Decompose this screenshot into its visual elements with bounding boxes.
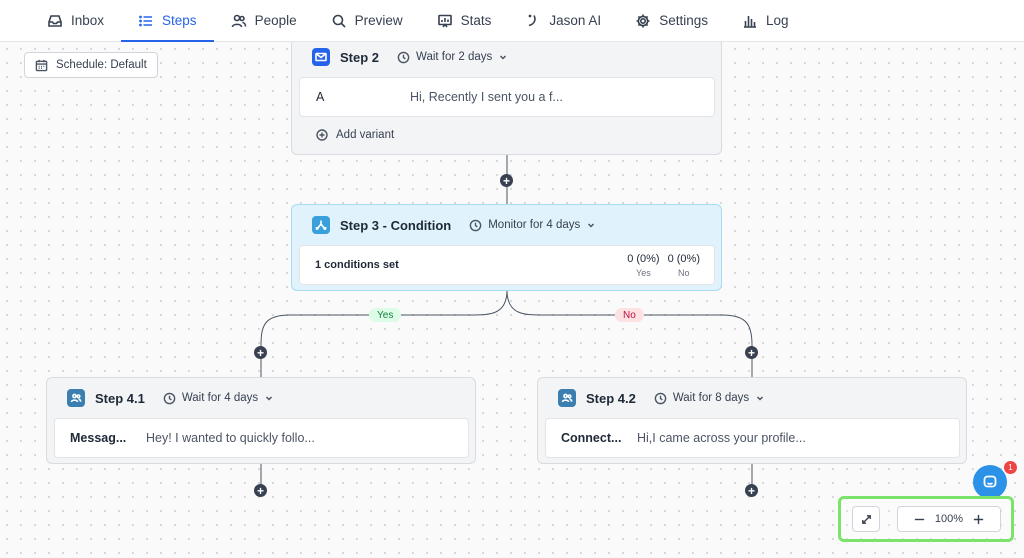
- step-4-2-card[interactable]: Step 4.2 Wait for 8 days Connect... Hi,I…: [537, 377, 967, 464]
- add-step-button-after-4-1[interactable]: +: [254, 484, 267, 497]
- chat-icon: [983, 475, 997, 488]
- stat-no-value: 0 (0%): [667, 252, 700, 265]
- plus-icon: [974, 514, 984, 524]
- plus-circle-icon: [316, 129, 328, 141]
- nav-inbox-label: Inbox: [71, 13, 105, 28]
- stat-yes: 0 (0%) Yes: [627, 253, 659, 278]
- email-icon: [312, 48, 330, 66]
- add-variant-label: Add variant: [336, 129, 395, 141]
- chat-widget-button[interactable]: [973, 465, 1007, 499]
- nav-log-label: Log: [765, 13, 789, 28]
- wait-label: Wait for 2 days: [416, 51, 493, 63]
- monitor-label: Monitor for 4 days: [488, 219, 581, 231]
- list-icon: [139, 15, 153, 26]
- message-preview: Hey! I wanted to quickly follo...: [146, 431, 315, 445]
- gear-icon: [636, 14, 650, 27]
- conditions-label: 1 conditions set: [315, 259, 399, 271]
- zoom-controls: 100%: [838, 496, 1014, 542]
- monitor-dropdown[interactable]: Monitor for 4 days: [469, 219, 596, 232]
- nav-people[interactable]: People: [214, 0, 314, 41]
- step-type-label: Messag...: [70, 431, 127, 445]
- chevron-down-icon: [588, 223, 595, 228]
- schedule-label: Schedule: Default: [56, 59, 147, 71]
- connect-row[interactable]: Connect... Hi,I came across your profile…: [545, 418, 960, 458]
- step-title: Step 4.2: [586, 390, 636, 406]
- bar-chart-icon: [743, 15, 756, 28]
- clock-icon: [654, 392, 667, 404]
- conditions-row[interactable]: 1 conditions set 0 (0%) Yes 0 (0%) No: [299, 245, 715, 285]
- nav-preview[interactable]: Preview: [314, 0, 420, 41]
- wait-label: Wait for 8 days: [672, 392, 750, 404]
- stat-no-label: No: [678, 267, 690, 278]
- chat-notification-badge: 1: [1004, 461, 1017, 474]
- stat-yes-value: 0 (0%): [627, 252, 660, 265]
- branch-no-badge: No: [615, 308, 644, 322]
- condition-stats: 0 (0%) Yes 0 (0%) No: [619, 253, 700, 278]
- zoom-out-button[interactable]: [906, 506, 932, 532]
- top-nav: Inbox Steps People Preview Stats Jason A…: [0, 0, 1024, 42]
- nav-steps[interactable]: Steps: [121, 0, 214, 42]
- stat-no: 0 (0%) No: [668, 253, 700, 278]
- clock-icon: [163, 392, 176, 404]
- nav-steps-label: Steps: [162, 13, 197, 28]
- nav-jason-ai-label: Jason AI: [549, 13, 602, 28]
- zoom-in-button[interactable]: [966, 506, 992, 532]
- expand-icon: [861, 514, 871, 524]
- inbox-icon: [48, 14, 62, 27]
- add-variant-button[interactable]: Add variant: [316, 129, 394, 141]
- step-title: Step 2: [340, 49, 380, 65]
- nav-stats-label: Stats: [460, 13, 492, 28]
- condition-icon: [312, 216, 330, 234]
- zoom-group: 100%: [897, 506, 1001, 532]
- variant-label: A: [316, 90, 325, 104]
- nav-inbox[interactable]: Inbox: [30, 0, 121, 41]
- branch-yes-badge: Yes: [369, 308, 402, 322]
- linkedin-people-icon: [67, 389, 85, 407]
- chevron-down-icon: [500, 55, 507, 60]
- step-title: Step 3 - Condition: [340, 217, 452, 233]
- wait-dropdown[interactable]: Wait for 8 days: [654, 392, 765, 405]
- nav-people-label: People: [254, 13, 297, 28]
- clock-icon: [397, 51, 410, 63]
- calendar-icon: [35, 59, 48, 71]
- chevron-down-icon: [266, 396, 273, 401]
- search-icon: [332, 14, 346, 28]
- message-row[interactable]: Messag... Hey! I wanted to quickly follo…: [54, 418, 469, 458]
- nav-stats[interactable]: Stats: [420, 0, 509, 41]
- wait-dropdown[interactable]: Wait for 2 days: [397, 51, 508, 64]
- nav-jason-ai[interactable]: Jason AI: [508, 0, 618, 41]
- variant-preview: Hi, Recently I sent you a f...: [410, 90, 563, 104]
- minus-icon: [914, 518, 924, 520]
- step-title: Step 4.1: [95, 390, 145, 406]
- step-2-card[interactable]: Step 2 Wait for 2 days A Hi, Recently I …: [291, 38, 722, 155]
- variant-a-row[interactable]: A Hi, Recently I sent you a f...: [299, 77, 715, 117]
- schedule-button[interactable]: Schedule: Default: [24, 52, 158, 78]
- ai-icon: [528, 14, 537, 26]
- add-step-button-yes[interactable]: +: [254, 346, 267, 359]
- add-step-button[interactable]: +: [500, 174, 513, 187]
- chevron-down-icon: [757, 396, 764, 401]
- fit-view-button[interactable]: [852, 506, 880, 532]
- stats-icon: [437, 14, 452, 27]
- people-icon: [231, 14, 246, 27]
- add-step-button-no[interactable]: +: [745, 346, 758, 359]
- nav-preview-label: Preview: [354, 13, 403, 28]
- clock-icon: [469, 219, 482, 231]
- stat-yes-label: Yes: [636, 267, 651, 278]
- step-3-condition-card[interactable]: Step 3 - Condition Monitor for 4 days 1 …: [291, 204, 722, 291]
- linkedin-people-icon: [558, 389, 576, 407]
- step-4-1-card[interactable]: Step 4.1 Wait for 4 days Messag... Hey! …: [46, 377, 476, 464]
- nav-settings-label: Settings: [659, 13, 708, 28]
- connect-preview: Hi,I came across your profile...: [637, 431, 806, 445]
- add-step-button-after-4-2[interactable]: +: [745, 484, 758, 497]
- zoom-level: 100%: [934, 513, 964, 525]
- wait-label: Wait for 4 days: [181, 392, 259, 404]
- wait-dropdown[interactable]: Wait for 4 days: [163, 392, 274, 405]
- nav-settings[interactable]: Settings: [618, 0, 725, 41]
- step-type-label: Connect...: [561, 431, 622, 445]
- nav-log[interactable]: Log: [725, 0, 806, 41]
